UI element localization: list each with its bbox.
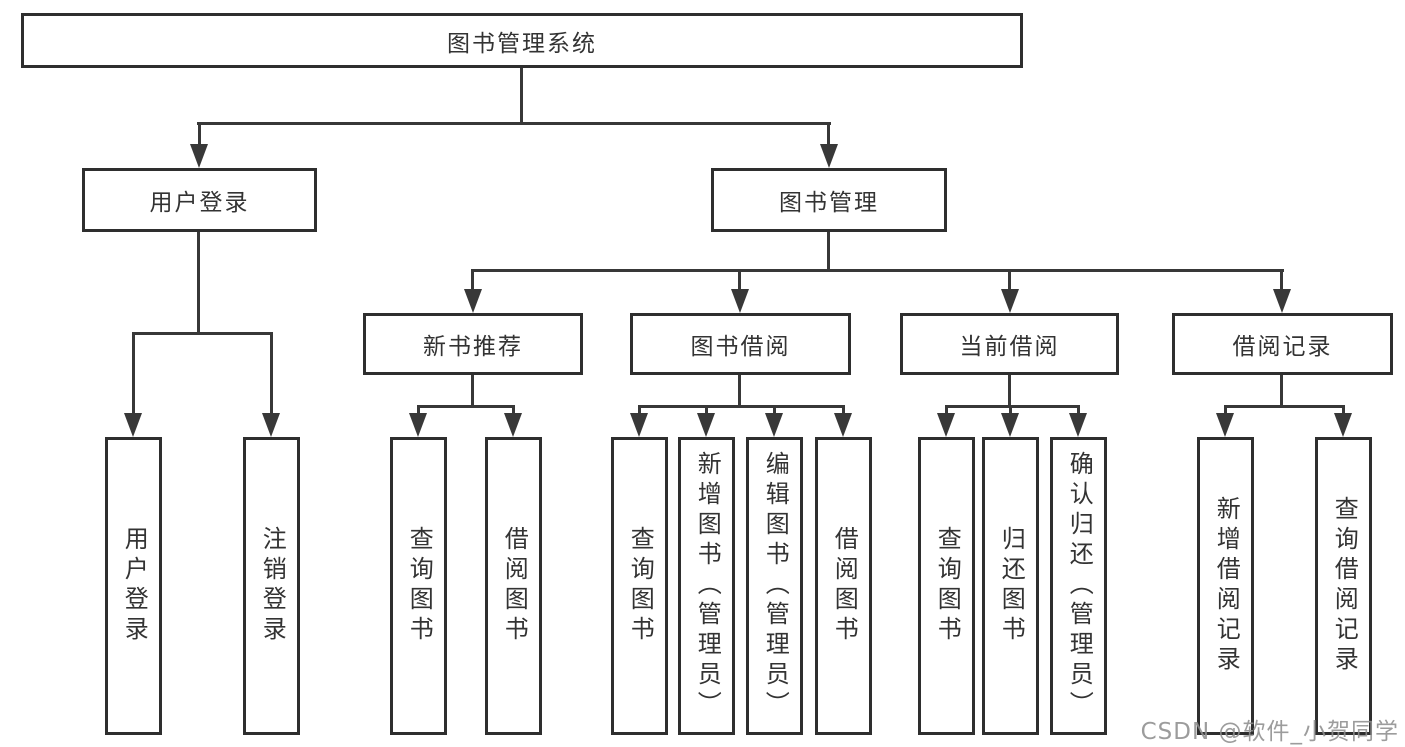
arrowhead-icon bbox=[937, 413, 955, 437]
arrowhead-icon bbox=[504, 413, 522, 437]
leaf-borrow-books: 借阅图书 bbox=[815, 437, 872, 735]
connector-line bbox=[512, 405, 515, 418]
arrowhead-icon bbox=[697, 413, 715, 437]
connector-line bbox=[471, 375, 474, 408]
arrowhead-icon bbox=[1216, 413, 1234, 437]
connector-line bbox=[471, 269, 1284, 272]
node-user-login-label: 用户登录 bbox=[149, 190, 250, 216]
arrowhead-icon bbox=[1334, 413, 1352, 437]
leaf-borrow-query-books-label: 查询图书 bbox=[626, 526, 655, 646]
leaf-edit-books-admin-label: 编辑图书（管理员） bbox=[761, 451, 790, 721]
arrowhead-icon bbox=[765, 413, 783, 437]
arrowhead-icon bbox=[262, 413, 280, 437]
leaf-return-books-label: 归还图书 bbox=[997, 526, 1026, 646]
node-book-borrow-label: 图书借阅 bbox=[690, 334, 791, 360]
arrowhead-icon bbox=[1273, 289, 1291, 313]
leaf-recommend-borrow-books-label: 借阅图书 bbox=[500, 526, 529, 646]
watermark: CSDN @软件_小贺同学 bbox=[1140, 719, 1399, 745]
leaf-add-borrow-record: 新增借阅记录 bbox=[1197, 437, 1254, 735]
arrowhead-icon bbox=[820, 144, 838, 168]
leaf-return-books: 归还图书 bbox=[982, 437, 1039, 735]
arrowhead-icon bbox=[190, 144, 208, 168]
connector-line bbox=[827, 232, 830, 272]
arrowhead-icon bbox=[124, 413, 142, 437]
leaf-query-borrow-record-label: 查询借阅记录 bbox=[1330, 496, 1359, 676]
node-book-borrow: 图书借阅 bbox=[630, 313, 851, 375]
node-root: 图书管理系统 bbox=[21, 13, 1023, 68]
arrowhead-icon bbox=[464, 289, 482, 313]
connector-line bbox=[945, 405, 1080, 408]
leaf-current-query-books: 查询图书 bbox=[918, 437, 975, 735]
connector-line bbox=[198, 122, 201, 152]
connector-line bbox=[270, 332, 273, 417]
leaf-recommend-borrow-books: 借阅图书 bbox=[485, 437, 542, 735]
leaf-logout-label: 注销登录 bbox=[258, 526, 287, 646]
connector-line bbox=[1280, 375, 1283, 408]
node-borrow-records-label: 借阅记录 bbox=[1232, 334, 1333, 360]
leaf-user-login-label: 用户登录 bbox=[120, 526, 149, 646]
leaf-add-books-admin-label: 新增图书（管理员） bbox=[693, 451, 722, 721]
connector-line bbox=[1224, 405, 1227, 418]
connector-line bbox=[417, 405, 420, 418]
leaf-logout: 注销登录 bbox=[243, 437, 300, 735]
connector-line bbox=[827, 122, 830, 152]
arrowhead-icon bbox=[1001, 289, 1019, 313]
leaf-add-borrow-record-label: 新增借阅记录 bbox=[1212, 496, 1241, 676]
connector-line bbox=[738, 269, 741, 295]
connector-line bbox=[417, 405, 515, 408]
arrowhead-icon bbox=[834, 413, 852, 437]
arrowhead-icon bbox=[1069, 413, 1087, 437]
leaf-query-borrow-record: 查询借阅记录 bbox=[1315, 437, 1372, 735]
connector-line bbox=[638, 405, 641, 418]
connector-line bbox=[520, 68, 523, 125]
connector-line bbox=[945, 405, 948, 418]
connector-line bbox=[1280, 269, 1283, 295]
node-new-book-recommend-label: 新书推荐 bbox=[423, 334, 523, 360]
arrowhead-icon bbox=[731, 289, 749, 313]
leaf-add-books-admin: 新增图书（管理员） bbox=[678, 437, 735, 735]
node-user-login: 用户登录 bbox=[82, 168, 317, 232]
leaf-current-query-books-label: 查询图书 bbox=[933, 526, 962, 646]
leaf-edit-books-admin: 编辑图书（管理员） bbox=[746, 437, 803, 735]
connector-line bbox=[1008, 269, 1011, 295]
connector-line bbox=[197, 122, 831, 125]
leaf-borrow-books-label: 借阅图书 bbox=[830, 526, 859, 646]
connector-line bbox=[132, 332, 273, 335]
connector-line bbox=[1077, 405, 1080, 418]
connector-line bbox=[773, 405, 776, 418]
connector-line bbox=[471, 269, 474, 295]
arrowhead-icon bbox=[630, 413, 648, 437]
connector-line bbox=[1224, 405, 1345, 408]
node-new-book-recommend: 新书推荐 bbox=[363, 313, 583, 375]
arrowhead-icon bbox=[1001, 413, 1019, 437]
connector-line bbox=[132, 332, 135, 417]
connector-line bbox=[738, 375, 741, 408]
leaf-recommend-query-books-label: 查询图书 bbox=[405, 526, 434, 646]
node-current-borrow: 当前借阅 bbox=[900, 313, 1119, 375]
node-book-management-label: 图书管理 bbox=[779, 190, 879, 216]
connector-line bbox=[1009, 405, 1012, 418]
node-book-management: 图书管理 bbox=[711, 168, 947, 232]
connector-line bbox=[1008, 375, 1011, 408]
node-borrow-records: 借阅记录 bbox=[1172, 313, 1393, 375]
leaf-user-login: 用户登录 bbox=[105, 437, 162, 735]
connector-line bbox=[705, 405, 708, 418]
leaf-borrow-query-books: 查询图书 bbox=[611, 437, 668, 735]
connector-line bbox=[197, 232, 200, 335]
connector-line bbox=[1342, 405, 1345, 418]
connector-line bbox=[842, 405, 845, 418]
node-root-label: 图书管理系统 bbox=[447, 30, 597, 57]
leaf-recommend-query-books: 查询图书 bbox=[390, 437, 447, 735]
leaf-confirm-return-admin: 确认归还（管理员） bbox=[1050, 437, 1107, 735]
leaf-confirm-return-admin-label: 确认归还（管理员） bbox=[1065, 451, 1094, 721]
arrowhead-icon bbox=[409, 413, 427, 437]
connector-line bbox=[638, 405, 845, 408]
node-current-borrow-label: 当前借阅 bbox=[959, 334, 1060, 360]
